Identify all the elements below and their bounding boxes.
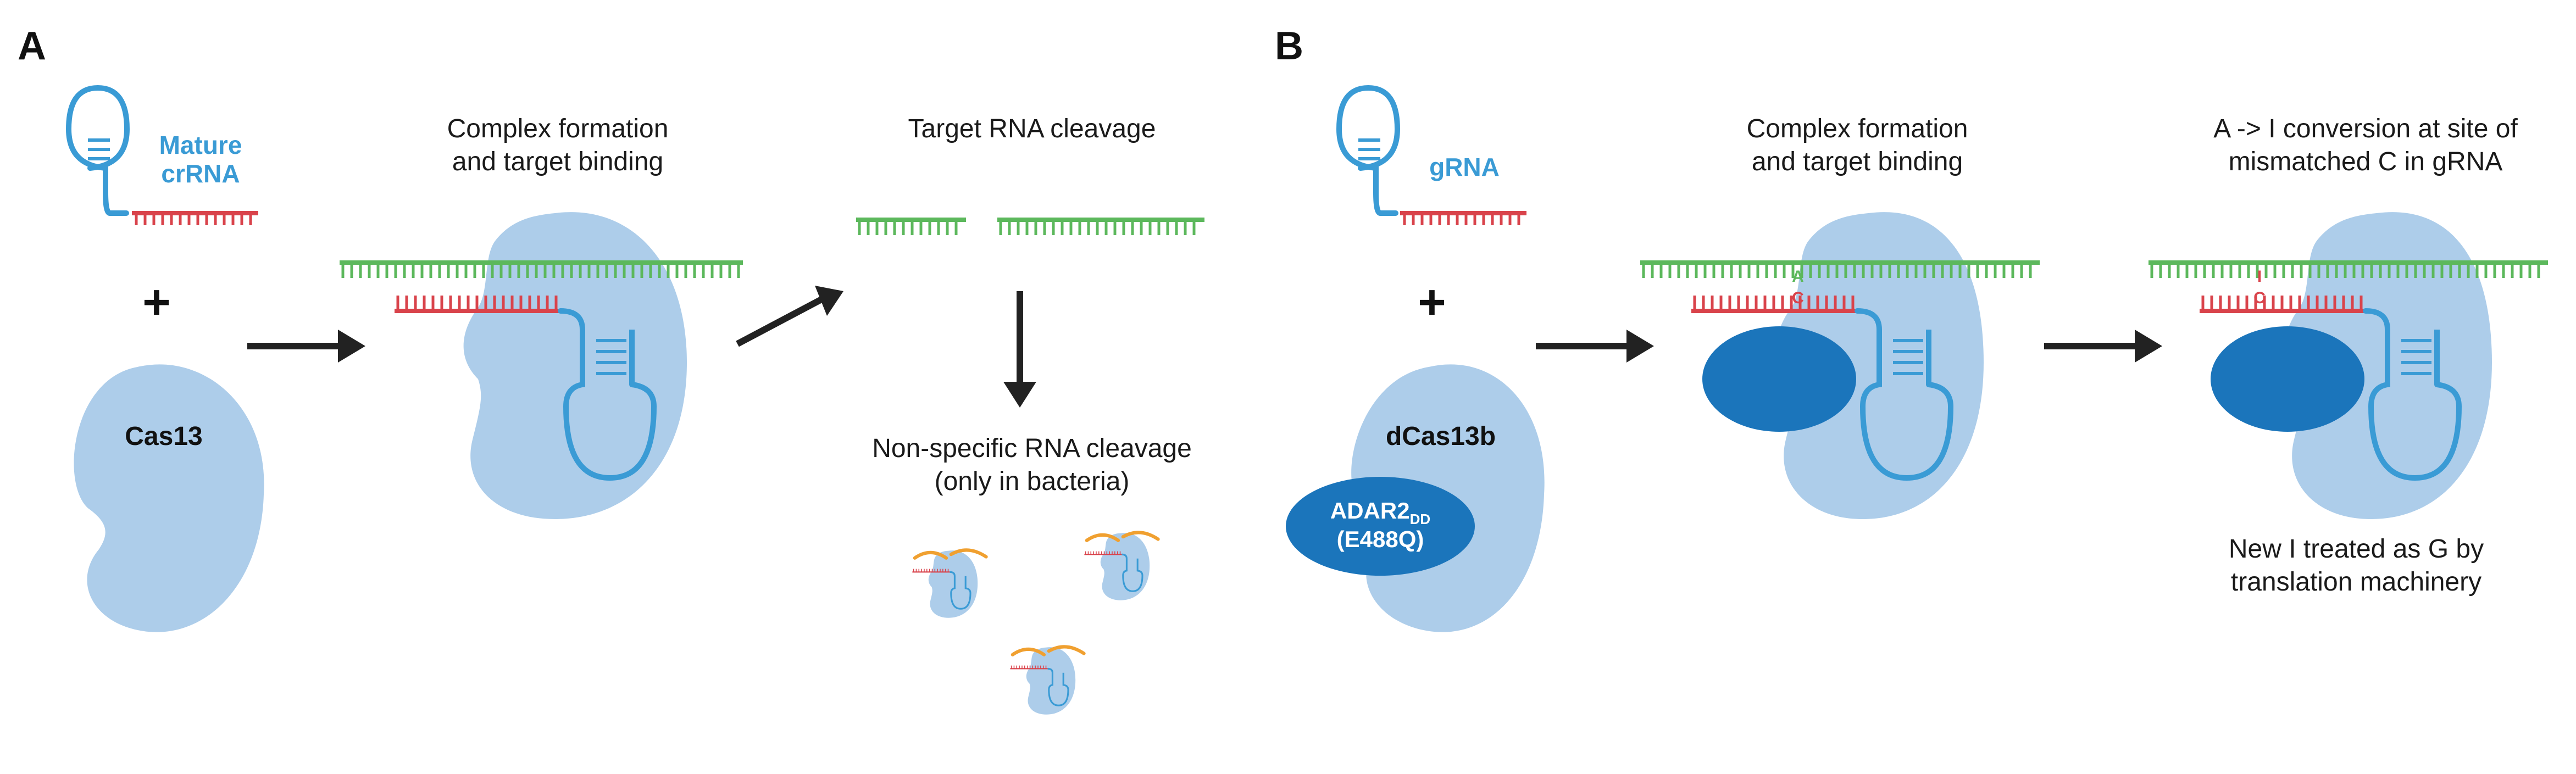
grna <box>1336 85 1526 225</box>
crrna-label-1: Mature <box>159 131 242 159</box>
cas13-protein <box>74 364 264 632</box>
base-i: I <box>2257 268 2262 286</box>
adar-mutation: (E488Q) <box>1337 526 1424 552</box>
a-nonspecific-1: Non-specific RNA cleavage <box>872 434 1192 463</box>
arrow-a1 <box>247 330 365 363</box>
crrna-label-2: crRNA <box>161 159 240 188</box>
base-a: A <box>1792 268 1804 286</box>
arrow-a3-down <box>1003 291 1036 408</box>
arrow-b1 <box>1536 330 1654 363</box>
cas13-label: Cas13 <box>125 422 202 451</box>
b-step2-title-2: and target binding <box>1752 147 1963 176</box>
a-nonspecific-2: (only in bacteria) <box>935 467 1130 496</box>
plus-sign-b: + <box>1418 275 1446 329</box>
panel-b-letter: B <box>1275 24 1303 68</box>
dcas13b-complex-2 <box>2148 212 2548 519</box>
adar-label: ADAR2DD <box>1330 498 1430 527</box>
mini-complex <box>1010 645 1086 715</box>
mini-complex <box>1084 531 1160 600</box>
dcas13b-complex-1 <box>1640 212 2040 519</box>
dcas13b-label: dCas13b <box>1386 422 1496 451</box>
mini-complex <box>912 548 988 618</box>
adar2-domain <box>1286 477 1475 576</box>
a-step3-title: Target RNA cleavage <box>908 114 1156 143</box>
cas13-complex-protein <box>463 212 687 519</box>
b-step3-title-1: A -> I conversion at site of <box>2213 114 2518 143</box>
a-step2-title-1: Complex formation <box>447 114 669 143</box>
cleaved-rna-fragments <box>856 218 1204 235</box>
arrow-a2 <box>736 286 843 347</box>
b-note-1: New I treated as G by <box>2229 534 2484 564</box>
arrow-b2 <box>2044 330 2162 363</box>
target-rna-a <box>340 260 743 278</box>
grna-label: gRNA <box>1429 153 1500 181</box>
adar-sub: DD <box>1410 511 1431 527</box>
b-note-2: translation machinery <box>2231 567 2481 597</box>
b-step3-title-2: mismatched C in gRNA <box>2229 147 2503 176</box>
panel-a-letter: A <box>18 24 46 68</box>
adar-main: ADAR2 <box>1330 498 1410 524</box>
a-step2-title-2: and target binding <box>452 147 663 176</box>
base-c: C <box>1792 289 1804 307</box>
b-step2-title-1: Complex formation <box>1747 114 1968 143</box>
plus-sign-a: + <box>142 275 170 329</box>
base-c2: C <box>2253 289 2266 307</box>
crrna-in-complex-a <box>395 296 657 481</box>
mature-crrna <box>65 85 258 225</box>
collateral-complexes <box>912 531 1160 715</box>
